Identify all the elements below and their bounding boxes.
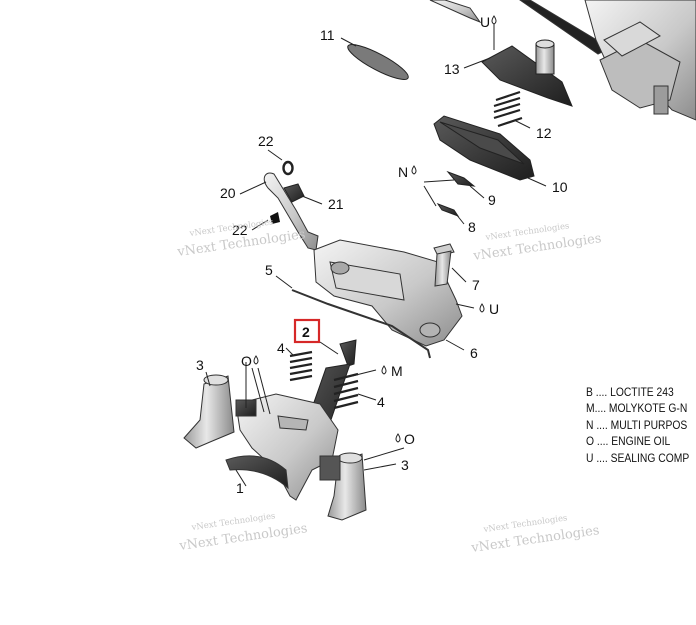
callout-12: 12: [536, 125, 552, 141]
callout-9: 9: [488, 192, 496, 208]
spring-part-4-right: [333, 372, 359, 410]
callout-8: 8: [468, 219, 476, 235]
callout-4-right: 4: [377, 394, 385, 410]
legend-row-m: M.... MOLYKOTE G-N: [586, 401, 688, 416]
callout-4-left: 4: [277, 340, 285, 356]
callout-22-bottom: 22: [232, 222, 248, 238]
fitting-part-21: [283, 183, 305, 203]
lube-code-part-6: U: [489, 301, 499, 317]
spring-part-4-left: [289, 350, 313, 382]
lube-code-part-3-left: O: [241, 353, 252, 369]
callout-11: 11: [320, 27, 335, 43]
callout-10: 10: [552, 179, 568, 195]
legend-row-n: N .... MULTI PURPOS: [586, 417, 688, 432]
drop-icon-part-6: [479, 303, 485, 313]
watermark-top-left: vNext Technologies vNext Technologies: [175, 217, 306, 260]
lube-code-part-2: M: [391, 363, 403, 379]
drop-icon-part-13: [491, 15, 497, 25]
bushing-part-3-left: [183, 374, 235, 449]
lube-code-part-13: U: [480, 14, 490, 30]
seal-part-9: [446, 170, 476, 187]
drop-icon-part-2: [381, 365, 387, 375]
housing-assembly: [429, 0, 696, 121]
callout-13: 13: [444, 61, 460, 77]
gasket-part-5: [291, 289, 431, 359]
drop-icon-part-3-left: [253, 355, 259, 365]
spring-part-12: [493, 90, 523, 128]
callout-5: 5: [265, 262, 273, 278]
legend-row-b: B .... LOCTITE 243: [586, 385, 674, 399]
callout-3-left: 3: [196, 357, 204, 373]
leader-lines: [205, 24, 547, 487]
watermark-bottom-right: vNext Technologies vNext Technologies: [469, 513, 600, 556]
washer-part-11: [347, 44, 409, 80]
bushing-part-3-right: [319, 452, 367, 521]
watermark-top-right: vNext Technologies vNext Technologies: [471, 221, 602, 264]
watermark-bottom-left: vNext Technologies vNext Technologies: [177, 511, 308, 554]
oring-part-22-top: [282, 160, 294, 176]
bolt-part-7: [433, 243, 455, 287]
callout-2: 2: [302, 324, 310, 340]
diaphragm-cap-part-13: [481, 39, 573, 107]
callout-21: 21: [328, 196, 344, 212]
highlight-box-part-2: [293, 318, 321, 344]
callout-22-top: 22: [258, 133, 274, 149]
lube-code-part-3-right: O: [404, 431, 415, 447]
legend-row-u: U .... SEALING COMP: [586, 450, 690, 465]
callout-6: 6: [470, 345, 478, 361]
callout-20: 20: [220, 185, 236, 201]
oring-part-8: [436, 202, 460, 218]
callout-3-right: 3: [401, 457, 409, 473]
oring-part-22-bottom: [270, 212, 280, 224]
callout-1: 1: [236, 480, 244, 496]
drop-icon-part-3-right: [395, 433, 401, 443]
lube-code-part-9: N: [398, 164, 408, 180]
pipe-part-20: [263, 172, 319, 251]
carrier-body-part-6: [313, 239, 463, 347]
drop-icon-part-9: [411, 165, 417, 175]
callout-7: 7: [472, 277, 480, 293]
diaphragm-part-10: [433, 115, 535, 181]
legend-row-o: O .... ENGINE OIL: [586, 434, 671, 449]
